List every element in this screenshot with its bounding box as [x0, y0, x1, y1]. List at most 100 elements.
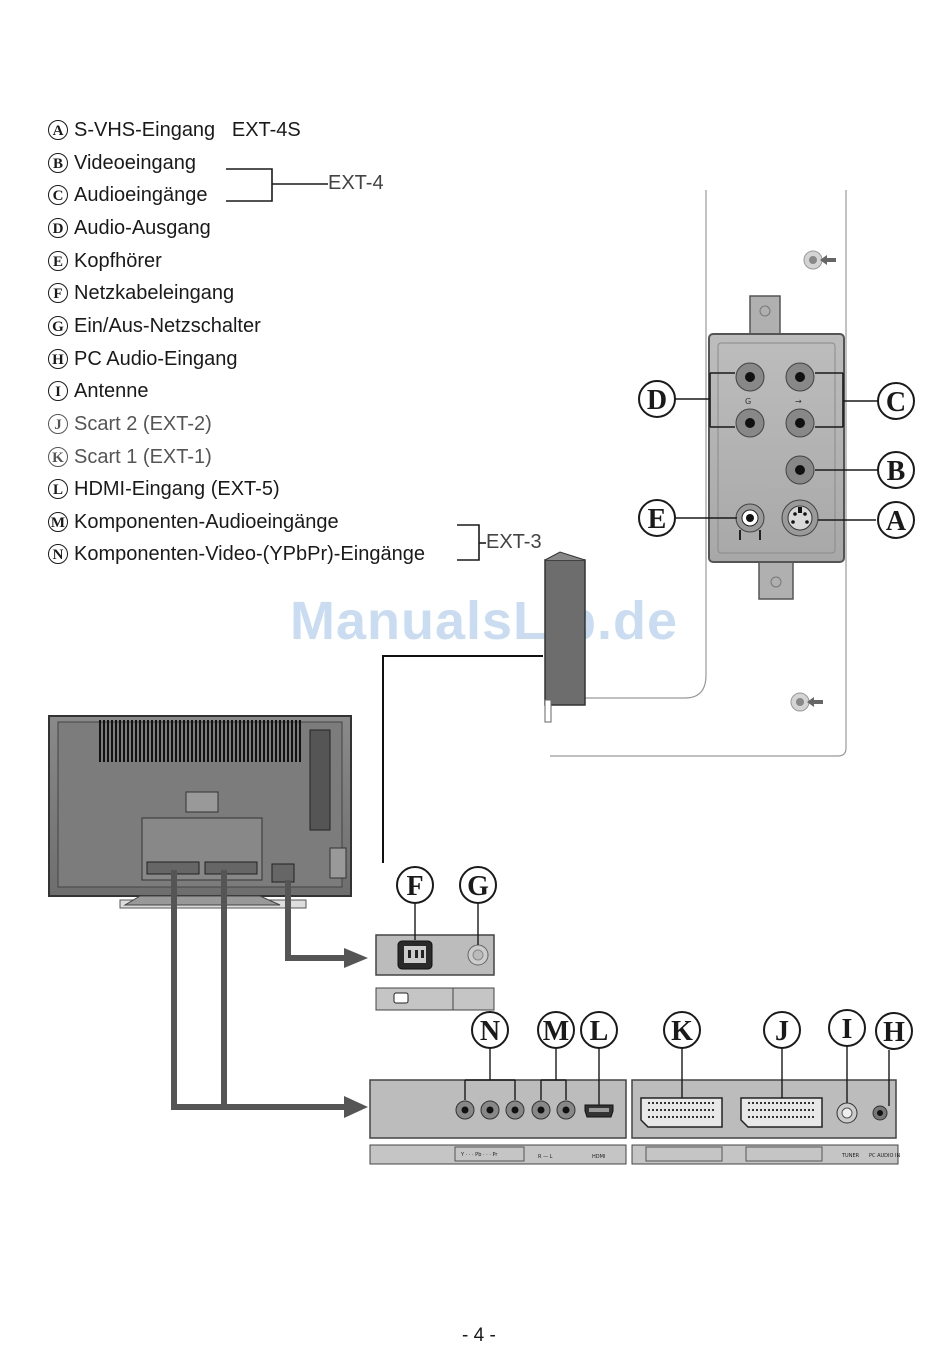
legend-item-n: N Komponenten-Video-(YPbPr)-Eingänge: [48, 542, 425, 566]
legend-text: PC Audio-Eingang: [74, 348, 238, 370]
legend-letter: K: [48, 447, 68, 467]
svg-text:G: G: [745, 397, 751, 406]
audio-lr-label: R — L: [538, 1154, 553, 1160]
connector-arrows: [171, 870, 345, 1110]
legend-letter: A: [48, 120, 68, 140]
side-av-panel: G →: [708, 295, 845, 600]
component-hdmi-panel: Y · · · Pb · · · Pr R — L HDMI: [369, 1079, 627, 1165]
audio-in-jack-top: [785, 362, 815, 392]
svg-text:F: F: [406, 871, 423, 902]
ypbpr-jack: [455, 1100, 475, 1120]
side-callout-lines: [675, 372, 878, 521]
scart-2-port: [740, 1097, 823, 1128]
side-panel-link-line: [382, 655, 543, 863]
tv-side-profile: [544, 551, 586, 723]
callout-b: B: [877, 451, 915, 489]
legend-letter: J: [48, 414, 68, 434]
legend-text: S-VHS-Eingang EXT-4S: [74, 119, 301, 141]
svhs-jack: [781, 499, 819, 537]
legend-letter: E: [48, 251, 68, 271]
insert-arrow-icon: [803, 250, 836, 270]
callout-c: C: [877, 382, 915, 420]
legend-letter: N: [48, 544, 68, 564]
legend-item-m: M Komponenten-Audioeingänge: [48, 510, 339, 534]
audio-out-jack-top: [735, 362, 765, 392]
callout-d: D: [638, 380, 676, 418]
legend-item-j: J Scart 2 (EXT-2): [48, 412, 212, 436]
arrow-head: [344, 948, 368, 968]
callout-n: N: [471, 1011, 509, 1049]
svg-text:B: B: [887, 456, 906, 487]
hdmi-label: HDMI: [592, 1154, 605, 1160]
legend-text: Videoeingang: [74, 152, 196, 174]
callout-m: M: [537, 1011, 575, 1049]
svg-text:E: E: [648, 504, 667, 535]
svg-text:N: N: [480, 1016, 500, 1047]
svg-text:L: L: [590, 1016, 609, 1047]
callout-k: K: [663, 1011, 701, 1049]
legend-item-b: B Videoeingang: [48, 151, 196, 175]
tv-rear-view: [48, 715, 352, 909]
legend-text: Netzkabeleingang: [74, 282, 235, 304]
pc-audio-in-label: PC AUDIO IN: [869, 1153, 901, 1159]
svg-text:K: K: [671, 1016, 693, 1047]
bottom-callout-lines: [414, 904, 890, 1106]
legend-text: Antenne: [74, 380, 149, 402]
video-in-jack: [785, 455, 815, 485]
svg-text:H: H: [883, 1017, 905, 1048]
legend-letter: H: [48, 349, 68, 369]
legend-text: Ein/Aus-Netzschalter: [74, 315, 261, 337]
legend-item-f: F Netzkabeleingang: [48, 281, 234, 305]
callout-l: L: [580, 1011, 618, 1049]
legend-text: Scart 2 (EXT-2): [74, 413, 212, 435]
svg-text:C: C: [886, 387, 906, 418]
ext3-bracket: [457, 524, 486, 561]
legend-text: Komponenten-Audioeingänge: [74, 511, 339, 533]
legend-text: Audioeingänge: [74, 184, 208, 206]
svg-text:I: I: [842, 1014, 853, 1045]
legend-letter: M: [48, 512, 68, 532]
legend-text: HDMI-Eingang (EXT-5): [74, 478, 280, 500]
audio-in-jack-bottom: [785, 408, 815, 438]
legend-letter: D: [48, 218, 68, 238]
ypbpr-label: Y · · · Pb · · · Pr: [460, 1152, 498, 1158]
legend-text: Komponenten-Video-(YPbPr)-Eingänge: [74, 543, 425, 565]
legend-text: Kopfhörer: [74, 250, 162, 272]
audio-out-jack-bottom: [735, 408, 765, 438]
svg-text:J: J: [775, 1016, 789, 1047]
ypbpr-jack: [505, 1100, 525, 1120]
legend-letter: B: [48, 153, 68, 173]
legend-letter: I: [48, 381, 68, 401]
antenna-port: [836, 1102, 858, 1124]
callout-j: J: [763, 1011, 801, 1049]
tuner-label: TUNER: [841, 1153, 860, 1159]
callout-h: H: [875, 1012, 913, 1050]
power-panel: [375, 934, 495, 1011]
hdmi-port: [584, 1104, 614, 1118]
ext4-bracket: [226, 168, 328, 202]
callout-a: A: [877, 501, 915, 539]
watermark: ManualsLib.de: [290, 591, 679, 651]
legend-letter: F: [48, 283, 68, 303]
callout-f: F: [396, 866, 434, 904]
insert-arrow-icon: [790, 692, 823, 712]
component-audio-jack: [556, 1100, 576, 1120]
legend-item-h: H PC Audio-Eingang: [48, 347, 237, 371]
legend-letter: G: [48, 316, 68, 336]
page-number: - 4 -: [462, 1325, 496, 1346]
headphone-jack: [735, 503, 765, 540]
callout-e: E: [638, 499, 676, 537]
svg-text:G: G: [467, 871, 489, 902]
legend-letter: L: [48, 479, 68, 499]
ypbpr-jack: [480, 1100, 500, 1120]
svg-text:D: D: [647, 385, 667, 416]
legend-item-a: A S-VHS-Eingang EXT-4S: [48, 118, 301, 142]
svg-text:→: →: [795, 397, 802, 406]
legend-item-i: I Antenne: [48, 379, 149, 403]
svg-text:M: M: [543, 1016, 569, 1047]
ext4-group-label: EXT-4: [328, 172, 384, 194]
